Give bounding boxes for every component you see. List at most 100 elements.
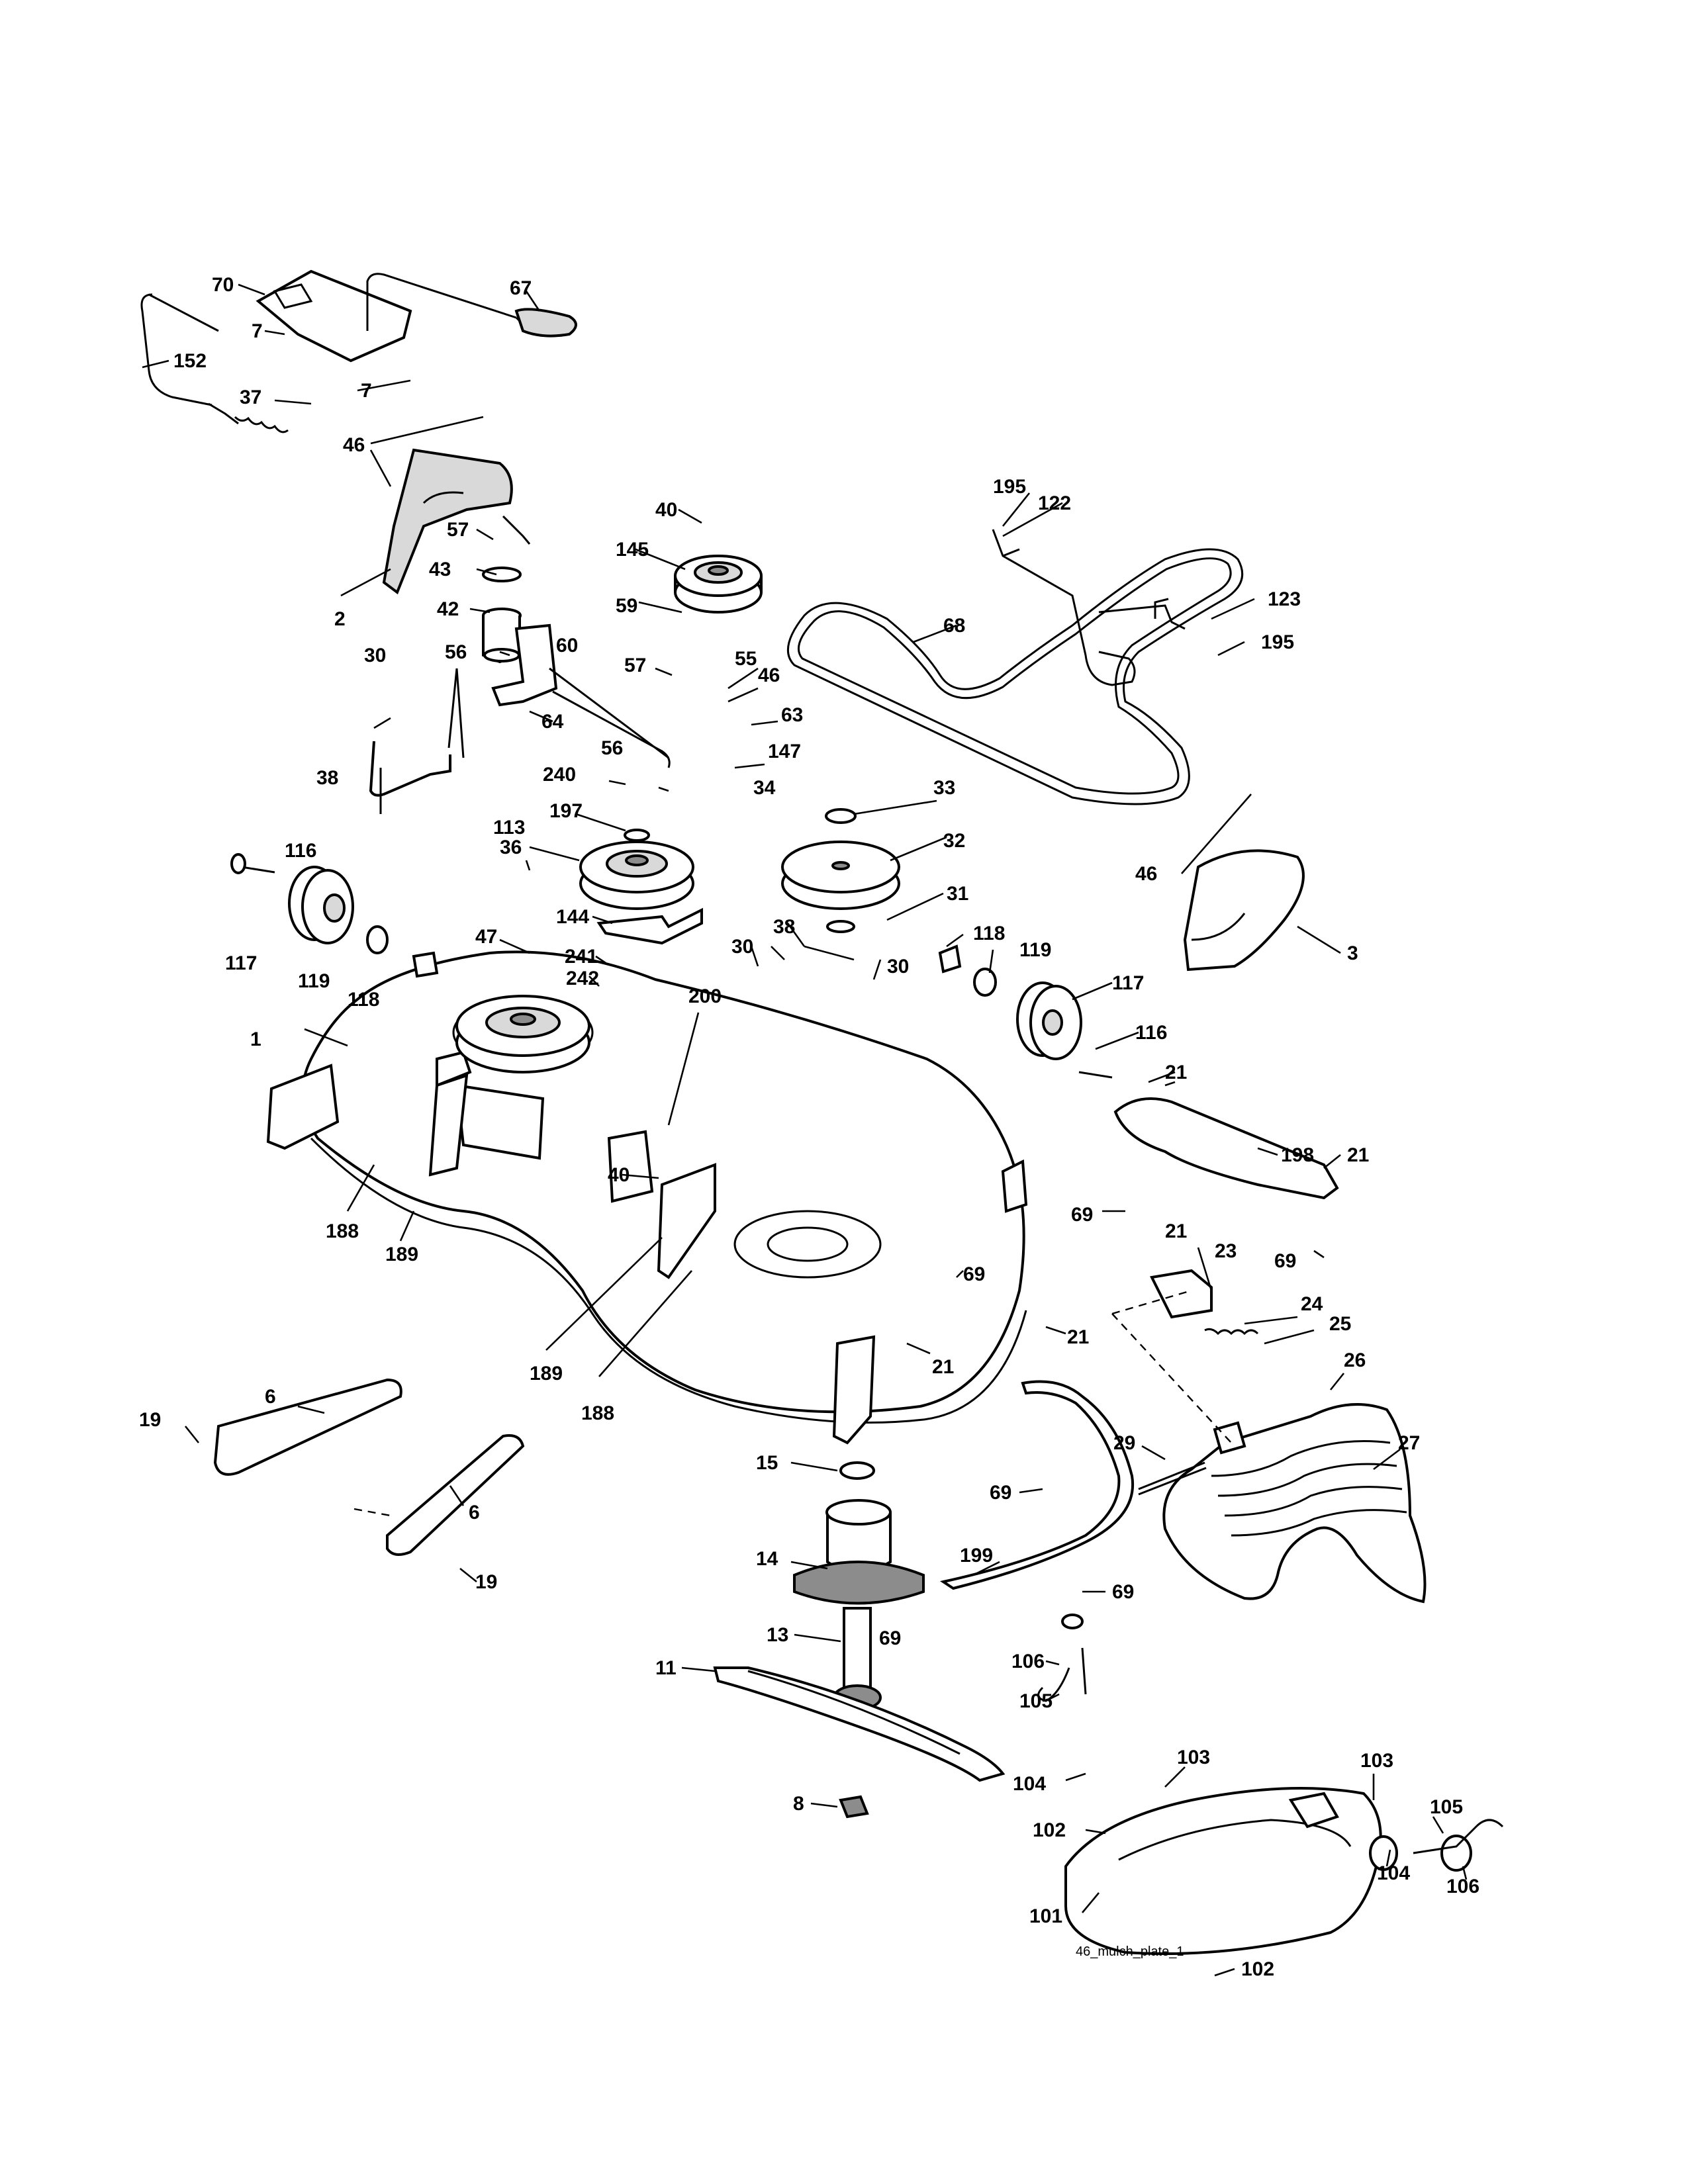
callout-19: 19: [475, 1571, 497, 1593]
callout-21: 21: [932, 1356, 954, 1378]
callout-8: 8: [793, 1793, 804, 1815]
callout-105: 105: [1430, 1796, 1463, 1818]
callout-30: 30: [731, 936, 753, 958]
callout-47: 47: [475, 926, 497, 948]
callout-195: 195: [1261, 631, 1294, 653]
idler-bracket: [596, 907, 703, 945]
callout-69: 69: [879, 1627, 901, 1649]
deck-side-brackets: [266, 1064, 1028, 1279]
callout-30: 30: [364, 645, 386, 666]
callout-101: 101: [1029, 1905, 1062, 1927]
callout-46: 46: [758, 664, 780, 686]
mulch-plate: [1064, 1787, 1382, 1955]
deck-belt-covers: [1113, 849, 1339, 1200]
deck-drive-pulley: [455, 995, 590, 1073]
callout-199: 199: [960, 1545, 993, 1567]
callout-15: 15: [756, 1452, 778, 1474]
callout-69: 69: [990, 1482, 1011, 1504]
callout-6: 6: [469, 1502, 480, 1524]
belt-guide-rod: [992, 529, 1186, 686]
callout-23: 23: [1215, 1240, 1237, 1262]
callout-11: 11: [655, 1657, 677, 1679]
callout-32: 32: [943, 830, 965, 852]
callout-24: 24: [1301, 1293, 1323, 1315]
callout-188: 188: [326, 1220, 359, 1242]
chute-bracket-and-spring: [1111, 1269, 1259, 1443]
callout-241: 241: [565, 946, 598, 968]
callout-21: 21: [1067, 1326, 1089, 1348]
callout-69: 69: [1274, 1250, 1296, 1272]
callout-21: 21: [1165, 1062, 1187, 1083]
callout-38: 38: [773, 916, 795, 938]
callout-69: 69: [963, 1263, 985, 1285]
flat-idler-pulley: [781, 808, 900, 933]
callout-46: 46: [1135, 863, 1157, 885]
callout-113: 113: [493, 817, 525, 839]
callout-106: 106: [1011, 1651, 1045, 1672]
callout-69: 69: [1071, 1204, 1093, 1226]
callout-40: 40: [655, 499, 677, 521]
callout-13: 13: [767, 1624, 788, 1646]
callout-1: 1: [250, 1028, 261, 1050]
anti-scalp-bracket-left: [369, 668, 465, 814]
discharge-rod: [1138, 1461, 1207, 1496]
callout-64: 64: [541, 711, 564, 733]
callout-33: 33: [933, 777, 955, 799]
callout-197: 197: [549, 800, 583, 822]
callout-189: 189: [530, 1363, 563, 1385]
callout-122: 122: [1038, 492, 1071, 514]
callout-102: 102: [1033, 1819, 1066, 1841]
callout-38: 38: [316, 767, 338, 789]
callout-60: 60: [556, 635, 578, 657]
idler-arm-assembly: [482, 515, 671, 768]
callout-116: 116: [1135, 1022, 1167, 1044]
lift-handle-assembly: [140, 269, 577, 433]
callout-57: 57: [447, 519, 469, 541]
callout-103: 103: [1177, 1747, 1210, 1768]
callout-116: 116: [285, 840, 316, 862]
deck-front-baffle: [832, 1335, 876, 1445]
mulch-plate-strap: [939, 1380, 1135, 1590]
callout-102: 102: [1241, 1958, 1274, 1980]
mower-blade: [713, 1666, 1006, 1782]
callout-200: 200: [688, 985, 722, 1007]
callout-55: 55: [735, 648, 757, 670]
callout-19: 19: [139, 1409, 161, 1431]
callout-25: 25: [1329, 1313, 1351, 1335]
callout-117: 117: [225, 952, 257, 974]
callout-188: 188: [581, 1402, 614, 1424]
gauge-wheels: [230, 853, 1113, 1079]
callout-104: 104: [1377, 1862, 1410, 1884]
leader-lines: [142, 283, 1468, 1977]
callout-68: 68: [943, 615, 965, 637]
callout-240: 240: [543, 764, 576, 786]
callout-2: 2: [334, 608, 346, 630]
callout-70: 70: [212, 274, 234, 296]
v-belt: [786, 548, 1244, 805]
callout-26: 26: [1344, 1349, 1366, 1371]
callout-46: 46: [343, 434, 365, 456]
idler-pulley-main: [579, 829, 694, 910]
callout-40: 40: [608, 1164, 630, 1186]
callout-103: 103: [1360, 1750, 1393, 1772]
lift-handle-bracket: [382, 448, 513, 595]
callout-147: 147: [768, 741, 801, 762]
callout-37: 37: [240, 387, 261, 408]
callout-21: 21: [1347, 1144, 1369, 1166]
callout-104: 104: [1013, 1773, 1046, 1795]
callout-43: 43: [429, 559, 451, 580]
callout-6: 6: [265, 1386, 276, 1408]
callout-145: 145: [616, 539, 649, 561]
callout-189: 189: [385, 1244, 418, 1265]
callout-144: 144: [556, 906, 589, 928]
callout-123: 123: [1268, 588, 1301, 610]
callout-7: 7: [361, 380, 372, 402]
callout-27: 27: [1398, 1432, 1420, 1454]
callout-69: 69: [1112, 1581, 1134, 1603]
callout-242: 242: [566, 968, 599, 989]
mulch-plate-caption: 46_mulch_plate_1: [1076, 1944, 1184, 1959]
callout-56: 56: [601, 737, 623, 759]
callout-3: 3: [1347, 942, 1358, 964]
callout-36: 36: [500, 837, 522, 858]
